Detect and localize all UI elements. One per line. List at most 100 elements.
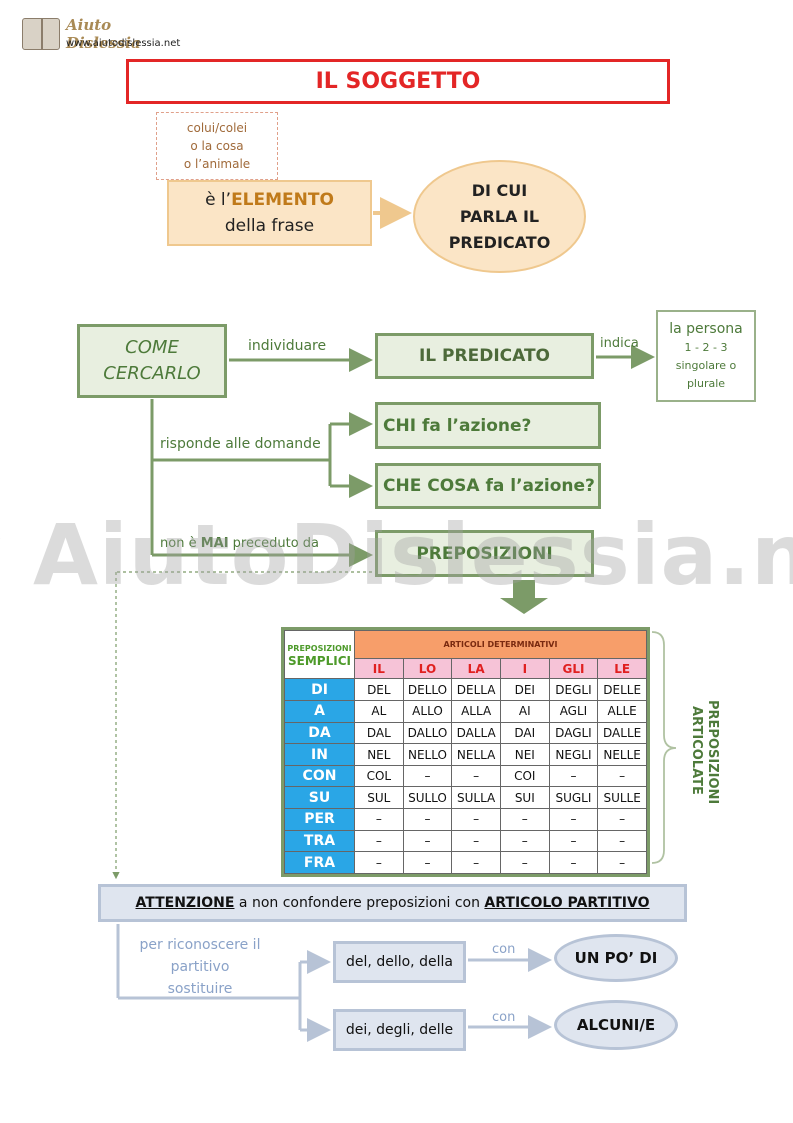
preposizione-semplice-cell: IN: [284, 743, 355, 766]
riconoscere-line: partitivo: [170, 959, 230, 975]
elemento-prefix: è l’: [205, 190, 232, 210]
preposizione-articolata-cell: SUI: [499, 786, 550, 810]
persona-numbers: 1 - 2 - 3: [684, 341, 728, 354]
alcuni-ellipse: ALCUNI/E: [554, 1000, 678, 1050]
preposizione-articolata-cell: NEI: [499, 743, 550, 766]
risponde-label: risponde alle domande: [160, 436, 321, 452]
ellipse-line: PARLA IL: [459, 206, 540, 226]
predicato-ellipse: DI CUI PARLA IL PREDICATO: [413, 160, 586, 273]
preposizione-articolata-cell: DAGLI: [548, 721, 599, 745]
preposizione-articolata-cell: –: [402, 851, 453, 874]
persona-line4: plurale: [686, 377, 726, 390]
persona-line3: singolare o: [675, 359, 737, 372]
attenzione-bold: ATTENZIONE: [135, 895, 235, 911]
preposizione-articolata-cell: –: [354, 808, 404, 831]
preposizione-articolata-cell: SULLE: [597, 786, 647, 810]
preposizione-articolata-cell: AI: [499, 699, 550, 723]
riconoscere-line: per riconoscere il: [139, 937, 261, 953]
che-cosa-box: CHE COSA fa l’azione?: [375, 463, 601, 509]
preposizione-articolata-cell: ALLO: [402, 699, 453, 723]
indica-label: indica: [600, 336, 639, 351]
preposizione-semplice-cell: DI: [284, 678, 355, 701]
non-e-mai-label: non è MAI preceduto da: [160, 536, 319, 551]
hint-line: o la cosa: [190, 139, 244, 153]
preposizione-articolata-cell: DELLO: [402, 678, 453, 701]
non-e-mai-pre: non è: [160, 536, 201, 551]
non-e-mai-bold: MAI: [200, 536, 229, 551]
corner-small: PREPOSIZIONI: [287, 643, 352, 653]
preposizione-articolata-cell: DALLA: [451, 721, 501, 745]
preposizione-articolata-cell: –: [499, 829, 550, 853]
preposizione-articolata-cell: DELLE: [597, 678, 647, 701]
preposizione-articolata-cell: NEL: [354, 743, 404, 766]
preposizione-articolata-cell: –: [402, 808, 453, 831]
preposizione-articolata-cell: SUGLI: [548, 786, 599, 810]
preposizione-articolata-cell: AL: [354, 699, 404, 723]
ellipse-line: DI CUI: [471, 180, 528, 200]
elemento-line1: è l’ELEMENTO: [205, 187, 334, 213]
preposizione-semplice-cell: PER: [284, 808, 355, 831]
preposizione-articolata-cell: ALLE: [597, 699, 647, 723]
preposizione-articolata-cell: SULLO: [402, 786, 453, 810]
preposizione-semplice-cell: CON: [284, 764, 355, 788]
preposizione-articolata-cell: DEGLI: [548, 678, 599, 701]
preposizione-articolata-cell: –: [548, 764, 599, 788]
hint-line: colui/colei: [186, 121, 248, 135]
logo: Aiuto Dislessia www.aiutodislessia.net: [22, 14, 182, 54]
table-corner: PREPOSIZIONI SEMPLICI: [284, 629, 355, 680]
preposizione-semplice-cell: TRA: [284, 829, 355, 853]
come-line: COME: [125, 337, 179, 358]
table-row: PER––––––: [284, 808, 647, 831]
preposizione-semplice-cell: DA: [284, 721, 355, 745]
hint-line: o l’animale: [183, 157, 251, 171]
preposizione-articolata-cell: DAI: [499, 721, 550, 745]
con-label: con: [492, 1010, 516, 1025]
articolate-line1: PREPOSIZIONI: [705, 700, 720, 805]
corner-big: SEMPLICI: [288, 653, 351, 668]
preposizione-articolata-cell: DALLO: [402, 721, 453, 745]
preposizione-articolata-cell: –: [548, 851, 599, 874]
preposizione-articolata-cell: DAL: [354, 721, 404, 745]
attenzione-box: ATTENZIONE a non confondere preposizioni…: [98, 884, 687, 922]
preposizione-articolata-cell: NELLE: [597, 743, 647, 766]
non-e-mai-post: preceduto da: [228, 536, 320, 551]
preposizione-articolata-cell: NELLO: [402, 743, 453, 766]
article-cell: LO: [402, 657, 453, 680]
hint-box: colui/colei o la cosa o l’animale: [156, 112, 278, 180]
preposizione-articolata-cell: –: [499, 851, 550, 874]
preposizioni-table: PREPOSIZIONI SEMPLICI ARTICOLI DETERMINA…: [281, 627, 650, 877]
preposizione-semplice-cell: FRA: [284, 851, 355, 874]
articoli-header: ARTICOLI DETERMINATIVI: [354, 630, 647, 659]
article-cell: LE: [597, 657, 647, 680]
come-line: CERCARLO: [103, 363, 201, 384]
article-cell: GLI: [548, 657, 599, 680]
preposizione-articolata-cell: COL: [354, 764, 404, 788]
article-cell: LA: [451, 657, 501, 680]
preposizione-articolata-cell: COI: [499, 764, 550, 788]
preposizioni-box: PREPOSIZIONI: [375, 530, 594, 577]
page-title: IL SOGGETTO: [126, 59, 670, 104]
preposizione-articolata-cell: –: [451, 829, 501, 853]
chi-box: CHI fa l’azione?: [375, 402, 601, 449]
preposizione-articolata-cell: DEL: [354, 678, 404, 701]
preposizione-articolata-cell: SULLA: [451, 786, 501, 810]
preposizione-articolata-cell: SUL: [354, 786, 404, 810]
persona-box: la persona 1 - 2 - 3 singolare o plurale: [656, 310, 756, 402]
logo-url: www.aiutodislessia.net: [66, 38, 181, 49]
articolate-line2: ARTICOLATE: [689, 705, 704, 795]
individuare-label: individuare: [248, 338, 327, 354]
preposizione-articolata-cell: DALLE: [597, 721, 647, 745]
attenzione-text: ATTENZIONE a non confondere preposizioni…: [135, 895, 649, 911]
preposizione-articolata-cell: –: [597, 764, 647, 788]
article-cell: I: [499, 657, 550, 680]
table-row: TRA––––––: [284, 829, 647, 853]
table-row: FRA––––––: [284, 851, 647, 874]
preposizione-articolata-cell: –: [354, 851, 404, 874]
un-po-di-ellipse: UN PO’ DI: [554, 934, 678, 982]
preposizione-articolata-cell: –: [451, 851, 501, 874]
